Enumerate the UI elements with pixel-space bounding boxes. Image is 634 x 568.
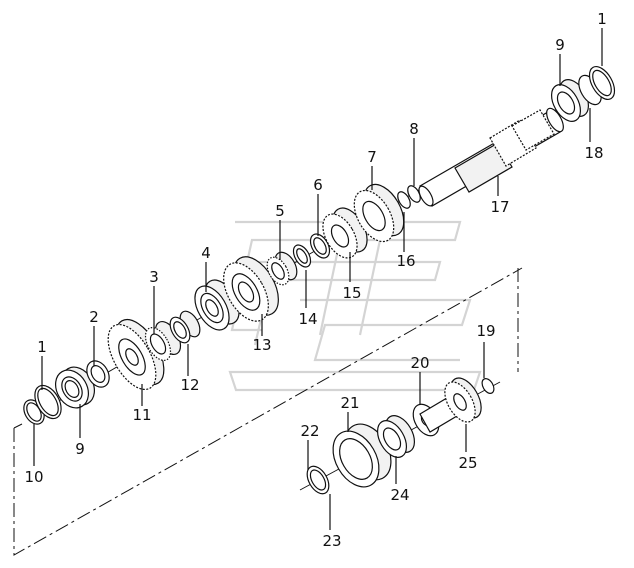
ring-16 (397, 191, 411, 209)
ring-14 (292, 244, 312, 268)
ring-6 (309, 233, 331, 259)
callout-4: 4 (201, 244, 211, 262)
callout-2: 2 (89, 308, 99, 326)
callout-14: 14 (298, 310, 317, 328)
callout-16: 16 (396, 252, 415, 270)
leader-lines (33, 28, 603, 530)
callout-3: 3 (149, 268, 159, 286)
housing-21 (332, 423, 392, 488)
callout-15: 15 (342, 284, 361, 302)
callout-20: 20 (410, 354, 429, 372)
ring-1-left (34, 384, 62, 420)
bearing-24 (376, 415, 416, 458)
bearing-9-left (55, 366, 95, 409)
ring-23 (306, 465, 330, 495)
spacer-ring-2 (86, 360, 110, 388)
callout-9-left: 9 (75, 440, 85, 458)
callout-5: 5 (275, 202, 285, 220)
ring-8 (407, 185, 421, 203)
gear-7 (353, 183, 405, 243)
ring-19 (481, 378, 495, 394)
callout-10: 10 (24, 468, 43, 486)
sleeve-12 (169, 310, 201, 344)
callout-1-left: 1 (37, 338, 47, 356)
callout-23: 23 (322, 532, 341, 550)
callout-25: 25 (458, 454, 477, 472)
callout-12: 12 (180, 376, 199, 394)
main-shaft-17 (418, 107, 564, 207)
callout-1-right: 1 (597, 10, 607, 28)
callout-6: 6 (313, 176, 323, 194)
callout-8: 8 (409, 120, 419, 138)
callout-9-right: 9 (555, 36, 565, 54)
callout-labels: 1 1 2 3 4 5 6 7 8 9 9 10 11 12 13 14 15 … (24, 10, 606, 550)
callout-19: 19 (476, 322, 495, 340)
callout-11: 11 (132, 406, 151, 424)
callout-13: 13 (252, 336, 271, 354)
callout-17: 17 (490, 198, 509, 216)
ring-1-right (588, 66, 616, 100)
callout-24: 24 (390, 486, 409, 504)
gear-13 (223, 256, 279, 322)
gear-shaft-25 (419, 377, 482, 433)
callout-21: 21 (340, 394, 359, 412)
dash-dot-frame (13, 267, 523, 556)
callout-7: 7 (367, 148, 377, 166)
callout-22: 22 (300, 422, 319, 440)
callout-18: 18 (584, 144, 603, 162)
